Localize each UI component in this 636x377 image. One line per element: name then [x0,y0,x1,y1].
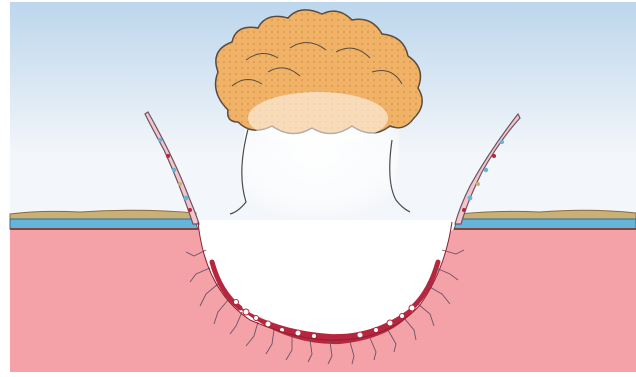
right-water-layer [454,219,636,229]
left-water-layer [10,219,198,229]
